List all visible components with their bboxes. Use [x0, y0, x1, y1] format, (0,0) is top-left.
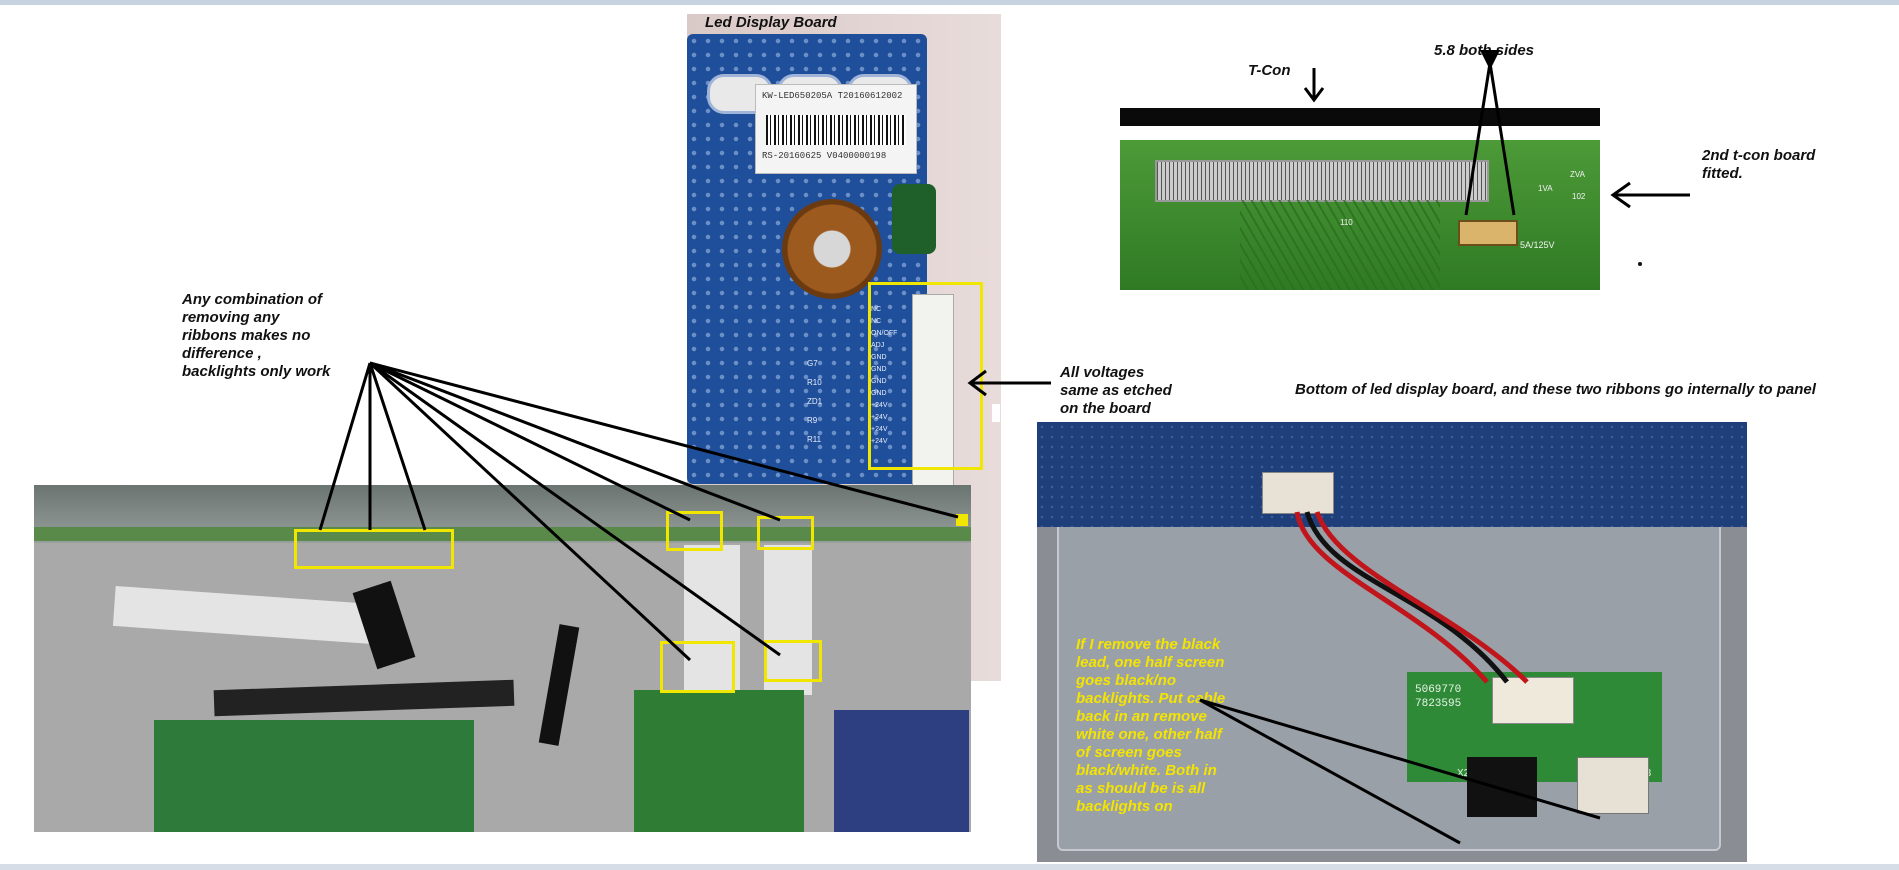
black-lead-pointer: [1199, 698, 1461, 845]
stray-dot: [1638, 262, 1642, 266]
fuse-rating: 5A/125V: [1520, 240, 1555, 250]
pcb-code-2: 7823595: [1415, 698, 1462, 710]
bottom-border: [0, 864, 1899, 870]
capacitor: [892, 184, 936, 254]
bottom-led-board-photo: 5069770 7823595 X2 X3: [1037, 422, 1747, 862]
connector-x2-label: X2: [1457, 768, 1470, 779]
pointer-line: [369, 361, 781, 522]
pin-label: GND: [871, 390, 887, 397]
toroid-coil: [782, 199, 882, 299]
pin-label: NC: [871, 306, 882, 313]
tv-internals-photo: [34, 485, 971, 832]
led-display-board-title: Led Display Board: [705, 14, 837, 31]
pointer-line: [369, 361, 691, 522]
pcb-traces: [1240, 200, 1440, 290]
ribbon-highlight-box: [757, 516, 814, 550]
part-label: R11: [807, 435, 822, 444]
ribbon-cable: [764, 545, 812, 695]
sticker-line2: RS-20160625 V0400000198: [762, 151, 887, 161]
white-lead-connector: [1577, 757, 1649, 814]
pointer-line: [368, 361, 692, 662]
power-connector: [912, 294, 954, 486]
voltage-arrowhead: [967, 369, 987, 397]
fuse: [1458, 220, 1518, 246]
second-tcon-label: 2nd t-con board fitted.: [1702, 147, 1816, 182]
pointer-cap: [1480, 50, 1500, 70]
ribbon-combination-note: Any combination of removing any ribbons …: [182, 291, 331, 380]
top-border: [0, 0, 1899, 5]
silkscreen-label: 1VA: [1538, 184, 1553, 193]
pin-label: ADJ: [871, 342, 885, 349]
silkscreen-label: 102: [1572, 192, 1586, 201]
white-marker: [992, 404, 1000, 422]
main-board: [154, 720, 474, 832]
barcode-sticker: KW-LED650205A T20160612002 RS-20160625 V…: [755, 84, 917, 174]
pointer-line: [318, 362, 372, 531]
tcon-board-photo: 5A/125V ZVA 102 1VA 110: [1120, 140, 1600, 290]
second-tcon-arrowhead: [1610, 181, 1631, 209]
voltages-note: All voltages same as etched on the board: [1060, 364, 1172, 417]
tcon-board: [634, 690, 804, 832]
lvds-connector-slot: [1155, 160, 1489, 202]
pin-label: NC: [871, 318, 882, 325]
pin-label: ON/OFF: [871, 330, 898, 337]
pin-label: +24V: [871, 438, 888, 445]
led-board-underside: [1037, 422, 1747, 527]
black-lead-connector: [1467, 757, 1537, 817]
remove-cable-note: If I remove the black lead, one half scr…: [1076, 636, 1226, 815]
small-highlight-marker: [956, 514, 968, 526]
pin-label: +24V: [871, 414, 888, 421]
part-label: R9: [807, 416, 818, 425]
tcon-label: T-Con: [1248, 62, 1291, 79]
pin-label: GND: [871, 366, 887, 373]
part-label: R10: [807, 378, 822, 387]
tcon-arrowhead: [1303, 87, 1325, 103]
pcb-code-1: 5069770: [1415, 684, 1462, 696]
part-label: G7: [807, 359, 818, 368]
pointer-line: [369, 361, 781, 657]
ribbon-highlight-box: [666, 511, 723, 551]
white-connector: [1492, 677, 1574, 724]
silkscreen-label: ZVA: [1570, 170, 1585, 179]
part-label: ZD1: [807, 397, 823, 406]
fuse-pointer-right: [1488, 62, 1516, 216]
pin-label: +24V: [871, 426, 888, 433]
blue-board: [834, 710, 969, 832]
ribbon-highlight-box: [294, 529, 454, 569]
pin-label: GND: [871, 354, 887, 361]
pointer-line: [369, 361, 959, 519]
fuse-pointer-left: [1464, 62, 1492, 216]
ribbon-highlight-box: [660, 641, 735, 693]
barcode: [766, 115, 906, 145]
pin-label: GND: [871, 378, 887, 385]
bottom-board-label: Bottom of led display board, and these t…: [1295, 381, 1816, 398]
pointer-line: [368, 362, 427, 531]
panel-driver-strip: [34, 527, 971, 541]
part-designators: G7 R10 ZD1 R9 R11: [807, 354, 867, 449]
white-lead-pointer: [1199, 698, 1601, 820]
silkscreen-label: 110: [1340, 218, 1353, 227]
connector-pin-labels: NC NC ON/OFF ADJ GND GND GND GND +24V +2…: [871, 304, 911, 448]
wire-drawing: [1294, 511, 1529, 684]
ribbon-highlight-box: [764, 640, 822, 682]
sticker-line1: KW-LED650205A T20160612002: [762, 91, 903, 101]
pin-label: +24V: [871, 402, 888, 409]
